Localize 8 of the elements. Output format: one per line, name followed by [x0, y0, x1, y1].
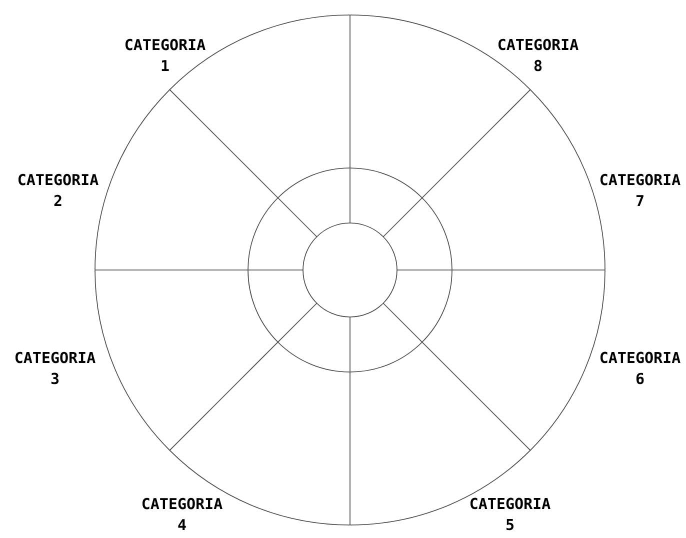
category-label: CATEGORIA 7	[600, 174, 680, 206]
category-label: CATEGORIA 3	[15, 352, 96, 384]
category-label: CATEGORIA 2	[18, 174, 98, 206]
category-label: CATEGORIA 1	[125, 38, 206, 72]
category-label: CATEGORIA 6	[600, 352, 680, 384]
category-label: CATEGORIA 5	[470, 498, 550, 530]
category-label: CATEGORIA 8	[498, 38, 578, 72]
category-label: CATEGORIA 4	[142, 498, 222, 530]
